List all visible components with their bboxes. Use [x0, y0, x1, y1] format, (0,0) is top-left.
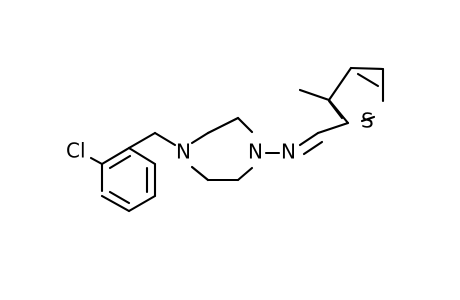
c-cl-bond — [89, 156, 104, 166]
methyl-bond — [298, 88, 331, 102]
hydrazone-chain — [264, 121, 350, 156]
piperazine-n-left-label: N — [176, 140, 191, 164]
piperazine-ring — [190, 116, 254, 182]
chlorobenzene-ring — [100, 146, 157, 213]
imine-n-label: N — [281, 140, 296, 164]
chlorine-atom-label: Cl — [66, 139, 86, 163]
piperazine-n-right-label: N — [248, 140, 263, 164]
benzyl-linker — [127, 131, 177, 150]
thiophene-s-label: S — [361, 109, 374, 133]
thiophene-ring — [327, 66, 385, 125]
